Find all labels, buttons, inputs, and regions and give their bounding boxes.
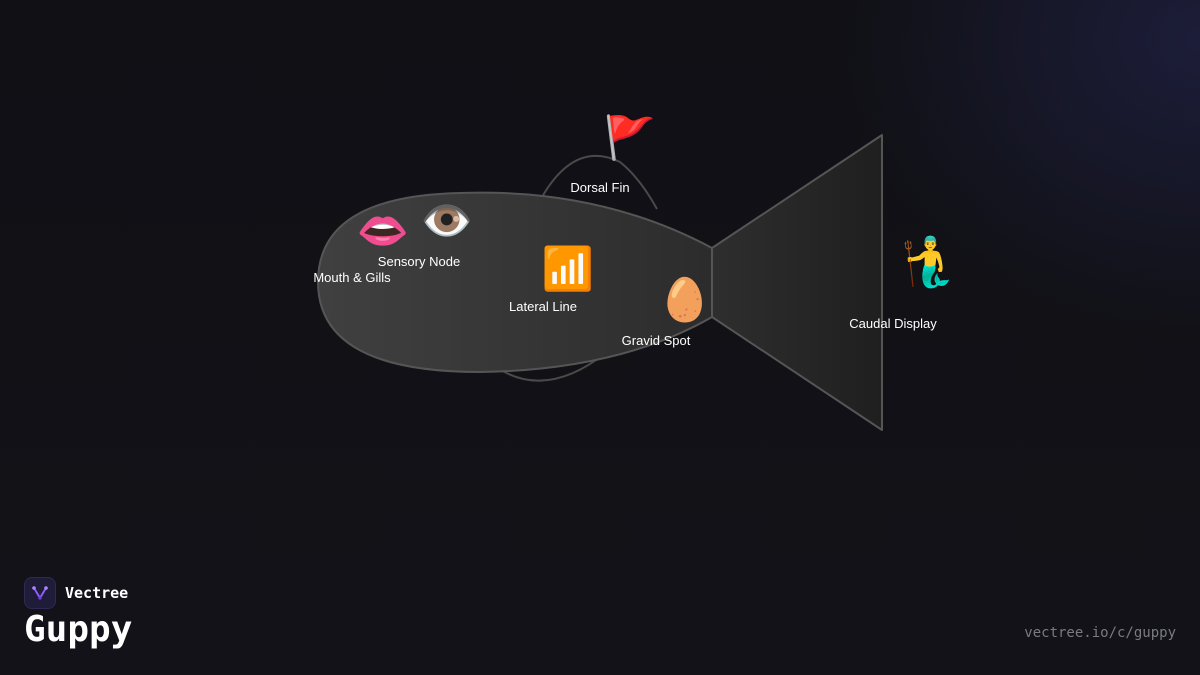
part-label-gravid-spot: Gravid Spot bbox=[621, 333, 691, 348]
signal-bars-icon: 📶 bbox=[541, 244, 595, 293]
fish-body bbox=[316, 191, 713, 374]
part-label-lateral-line: Lateral Line bbox=[509, 299, 577, 314]
part-label-sensory-node: Sensory Node bbox=[377, 254, 461, 269]
dorsal-fin-outline bbox=[541, 154, 658, 210]
eye-icon: 👁️ bbox=[420, 196, 474, 245]
mouth-icon: 👄 bbox=[356, 206, 410, 255]
part-label-dorsal-fin: Dorsal Fin bbox=[570, 180, 630, 195]
page-title: Guppy bbox=[24, 609, 133, 650]
merman-icon: 🧜‍♂️ bbox=[900, 234, 960, 290]
page-url[interactable]: vectree.io/c/guppy bbox=[1024, 625, 1176, 641]
part-label-mouth-gills: Mouth & Gills bbox=[313, 270, 391, 285]
brand-name: Vectree bbox=[65, 584, 129, 602]
red-flag-icon: 🚩 bbox=[603, 113, 657, 162]
brand[interactable]: Vectree bbox=[24, 577, 128, 609]
vectree-logo-icon bbox=[24, 577, 56, 609]
part-label-caudal-display: Caudal Display bbox=[849, 316, 937, 331]
egg-icon: 🥚 bbox=[658, 275, 712, 324]
caudal-fin bbox=[711, 134, 883, 431]
